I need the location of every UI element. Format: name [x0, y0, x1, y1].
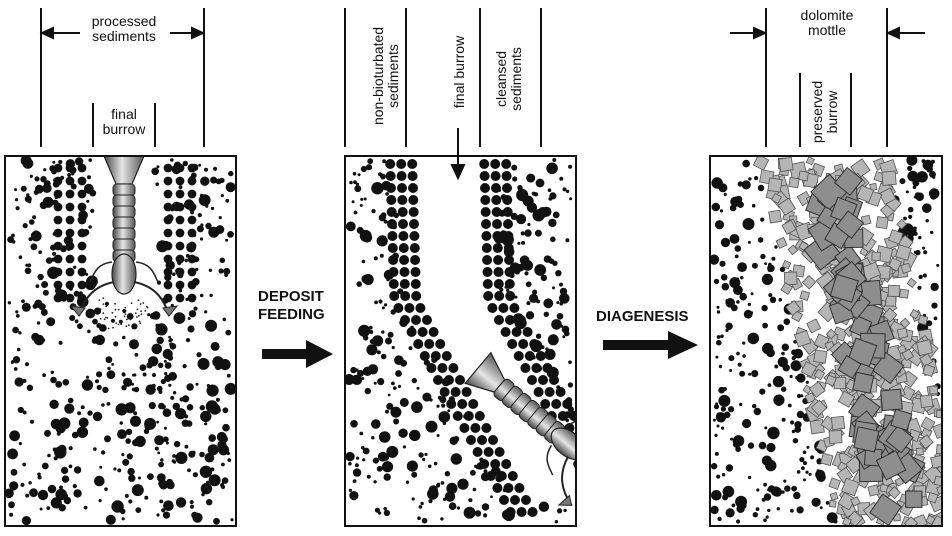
panel-1-sediment-grains [5, 156, 236, 526]
final-burrow-label-panel-2: final burrow [451, 35, 467, 109]
diagenesis-label: DIAGENESIS [596, 308, 689, 325]
panel-3-annotations [730, 8, 925, 147]
panel-1-frame [4, 155, 237, 527]
dolomite-crystals [752, 156, 942, 526]
diagenesis-arrow [603, 331, 698, 359]
shrimp-panel-2 [464, 351, 576, 506]
final-burrow-label-panel-1: final burrow [102, 106, 146, 137]
cleansed-sediments-label: cleansed sediments [493, 47, 524, 111]
panel-3-sediment-grains [710, 156, 941, 524]
panel-2-annotations [344, 8, 542, 181]
deposit-feeding-arrow [262, 340, 333, 368]
dolomite-mottle-label: dolomite mottle [800, 7, 854, 38]
panel-2-sediment-grains [345, 158, 576, 524]
panel-1-annotations [39, 8, 206, 147]
preserved-burrow-label: preserved burrow [809, 80, 840, 144]
non-bioturbated-sediments-label: non-bioturbated sediments [370, 26, 401, 126]
shrimp-panel-1 [69, 156, 179, 330]
deposit-feeding-label: DEPOSIT FEEDING [258, 288, 325, 323]
processed-sediments-label: processed sediments [91, 13, 157, 44]
panel-2-frame [344, 155, 577, 527]
panel-3-frame [709, 155, 943, 527]
